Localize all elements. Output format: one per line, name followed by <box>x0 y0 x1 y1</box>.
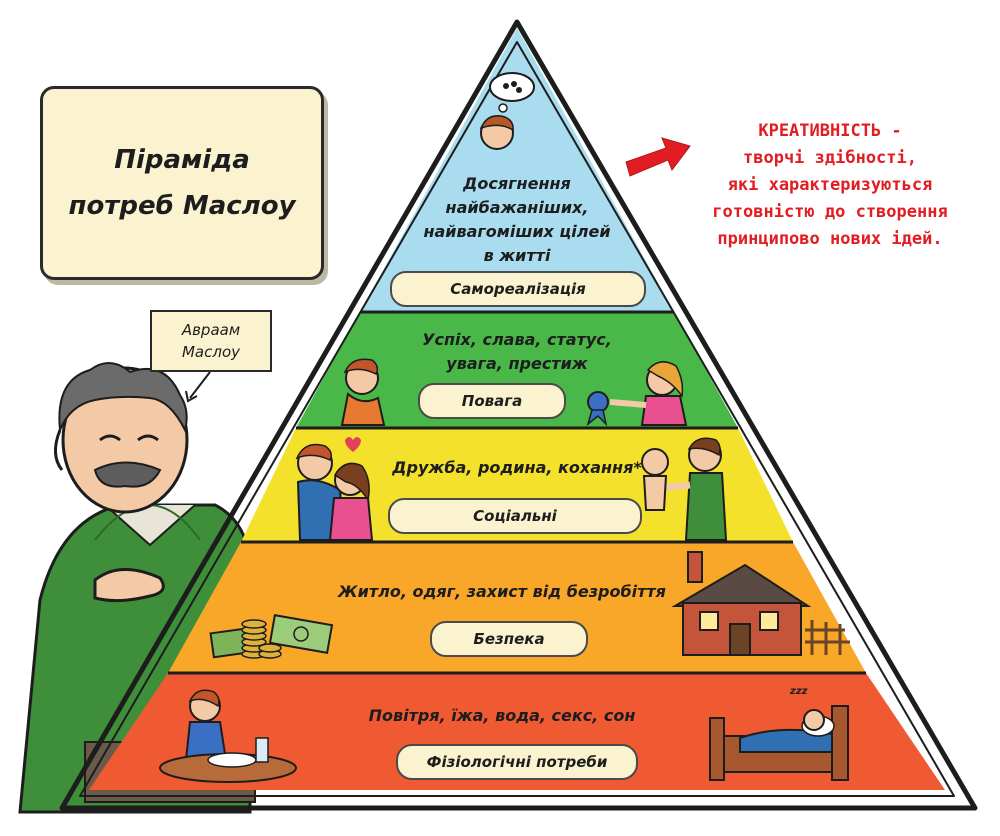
author-label-box: Авраам Маслоу <box>150 310 272 372</box>
level-esteem <box>296 312 738 428</box>
level-self-actualization <box>360 28 674 312</box>
esteem-label: Повага <box>418 383 566 419</box>
creativity-line-5: принципово нових ідей. <box>717 229 943 249</box>
creativity-arrow-icon <box>625 137 691 177</box>
safety-illustrations <box>209 551 850 659</box>
esteem-line-1: Успіх, слава, статус, <box>422 330 612 349</box>
esteem-description: Успіх, слава, статус, увага, престиж <box>382 328 652 376</box>
physiological-label: Фізіологічні потреби <box>396 744 638 780</box>
social-illustrations <box>295 437 728 541</box>
physiological-description: Повітря, їжа, вода, секс, сон <box>368 706 636 725</box>
social-label: Соціальні <box>388 498 642 534</box>
esteem-illustrations <box>340 358 688 427</box>
thinking-boy-illustration <box>479 72 535 150</box>
creativity-line-3: які характеризуються <box>727 175 933 195</box>
creativity-line-4: готовністю до створення <box>712 202 948 222</box>
name-pointer-arrow-icon <box>189 371 211 399</box>
self-actualization-line-3: найвагоміших цілей <box>423 222 611 241</box>
esteem-line-2: увага, престиж <box>446 354 588 373</box>
self-actualization-line-2: найбажаніших, <box>445 198 589 217</box>
sleep-sound-text: zzz <box>790 686 808 697</box>
creativity-line-1: КРЕАТИВНІСТЬ - <box>758 121 902 141</box>
title-line-1: Піраміда <box>114 145 250 175</box>
pyramid-outline <box>59 19 978 811</box>
pyramid <box>59 19 978 811</box>
physiological-illustrations <box>159 689 849 783</box>
self-actualization-line-1: Досягнення <box>463 174 571 193</box>
safety-label: Безпека <box>430 621 588 657</box>
author-label-line-1: Авраам <box>181 321 241 339</box>
creativity-definition: КРЕАТИВНІСТЬ - творчі здібності, які хар… <box>660 118 1000 253</box>
title-line-2: потреб Маслоу <box>68 191 296 221</box>
social-description: Дружба, родина, кохання* <box>392 458 642 477</box>
safety-description: Житло, одяг, захист від безробіття <box>338 582 666 601</box>
self-actualization-line-4: в житті <box>483 246 551 265</box>
self-actualization-label: Самореалізація <box>390 271 646 307</box>
diagram-title-box: Піраміда потреб Маслоу <box>40 86 324 280</box>
creativity-line-2: творчі здібності, <box>743 148 917 168</box>
author-label-line-2: Маслоу <box>181 343 241 361</box>
self-actualization-description: Досягнення найбажаніших, найвагоміших ці… <box>417 172 617 268</box>
